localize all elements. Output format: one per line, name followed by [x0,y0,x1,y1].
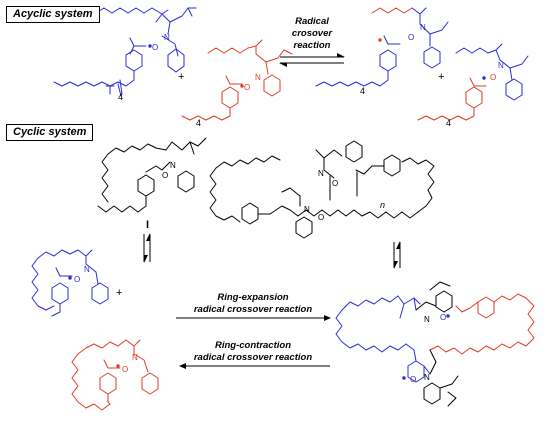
radical-caption-line3: reaction [294,40,331,51]
top-equilibrium-arrows [279,53,345,67]
radical-caption-line2: crosover [292,28,333,39]
subscript-four: 4 [118,92,123,102]
atom-N: N [424,315,430,324]
radical-dots [68,38,486,380]
compound-one-label: I [146,219,149,231]
repeat-n-label: n [380,200,385,210]
subscript-four: 4 [196,118,201,128]
reaction-captions: Radical crosover reaction Ring-expansion… [194,16,334,363]
acyclic-red-product [417,43,529,121]
atom-N: N [132,353,138,362]
text-labels: 4 4 4 4 + + + I n [116,71,451,299]
atom-N: N [498,61,504,70]
atom-N: N [84,265,90,274]
atom-O: O [408,33,414,42]
atom-O: O [74,275,80,284]
plus-sign: + [116,287,122,299]
right-vertical-equilibrium [393,241,401,269]
ring-contraction-caption-line1: Ring-contraction [215,340,291,351]
acyclic-red-alkoxyamine [181,39,293,121]
acyclic-system-label: Acyclic system [6,6,100,23]
atom-N: N [424,373,430,382]
radical-caption-line1: Radical [295,16,329,27]
dimeric-macrocycle [209,140,435,239]
plus-sign: + [438,71,444,83]
atom-O: O [440,313,446,322]
atom-N: N [420,23,426,32]
ring-expansion-caption-line2: radical crossover reaction [194,304,312,315]
subscript-four: 4 [446,118,451,128]
blue-open-macrocycle [31,249,109,317]
atom-O: O [122,365,128,374]
ring-contraction-caption-line2: radical crossover reaction [194,352,312,363]
subscript-four: 4 [360,86,365,96]
ring-expansion-caption-line1: Ring-expansion [217,292,288,303]
left-vertical-equilibrium [143,233,151,263]
atom-O: O [162,171,168,180]
red-open-macrocycle [71,339,159,411]
atom-O: O [318,213,324,222]
atom-N: N [255,73,261,82]
atom-O: O [332,179,338,188]
atom-N: N [304,205,310,214]
atom-O: O [490,73,496,82]
mixed-large-macrocycle [335,281,535,407]
cyclic-system-label: Cyclic system [6,124,94,141]
acyclic-blue-alkoxyamine [53,7,197,97]
macrocycle-one [97,137,207,213]
atom-O: O [410,375,416,384]
plus-sign: + [178,71,184,83]
atom-N: N [170,161,176,170]
atom-O: O [244,83,250,92]
atom-N: N [318,169,324,178]
atom-labels: N O N O N O N O N O N O N O N O N O N O … [74,23,504,384]
atom-O: O [152,43,158,52]
atom-N: N [164,33,170,42]
acyclic-blue-product [315,7,449,87]
